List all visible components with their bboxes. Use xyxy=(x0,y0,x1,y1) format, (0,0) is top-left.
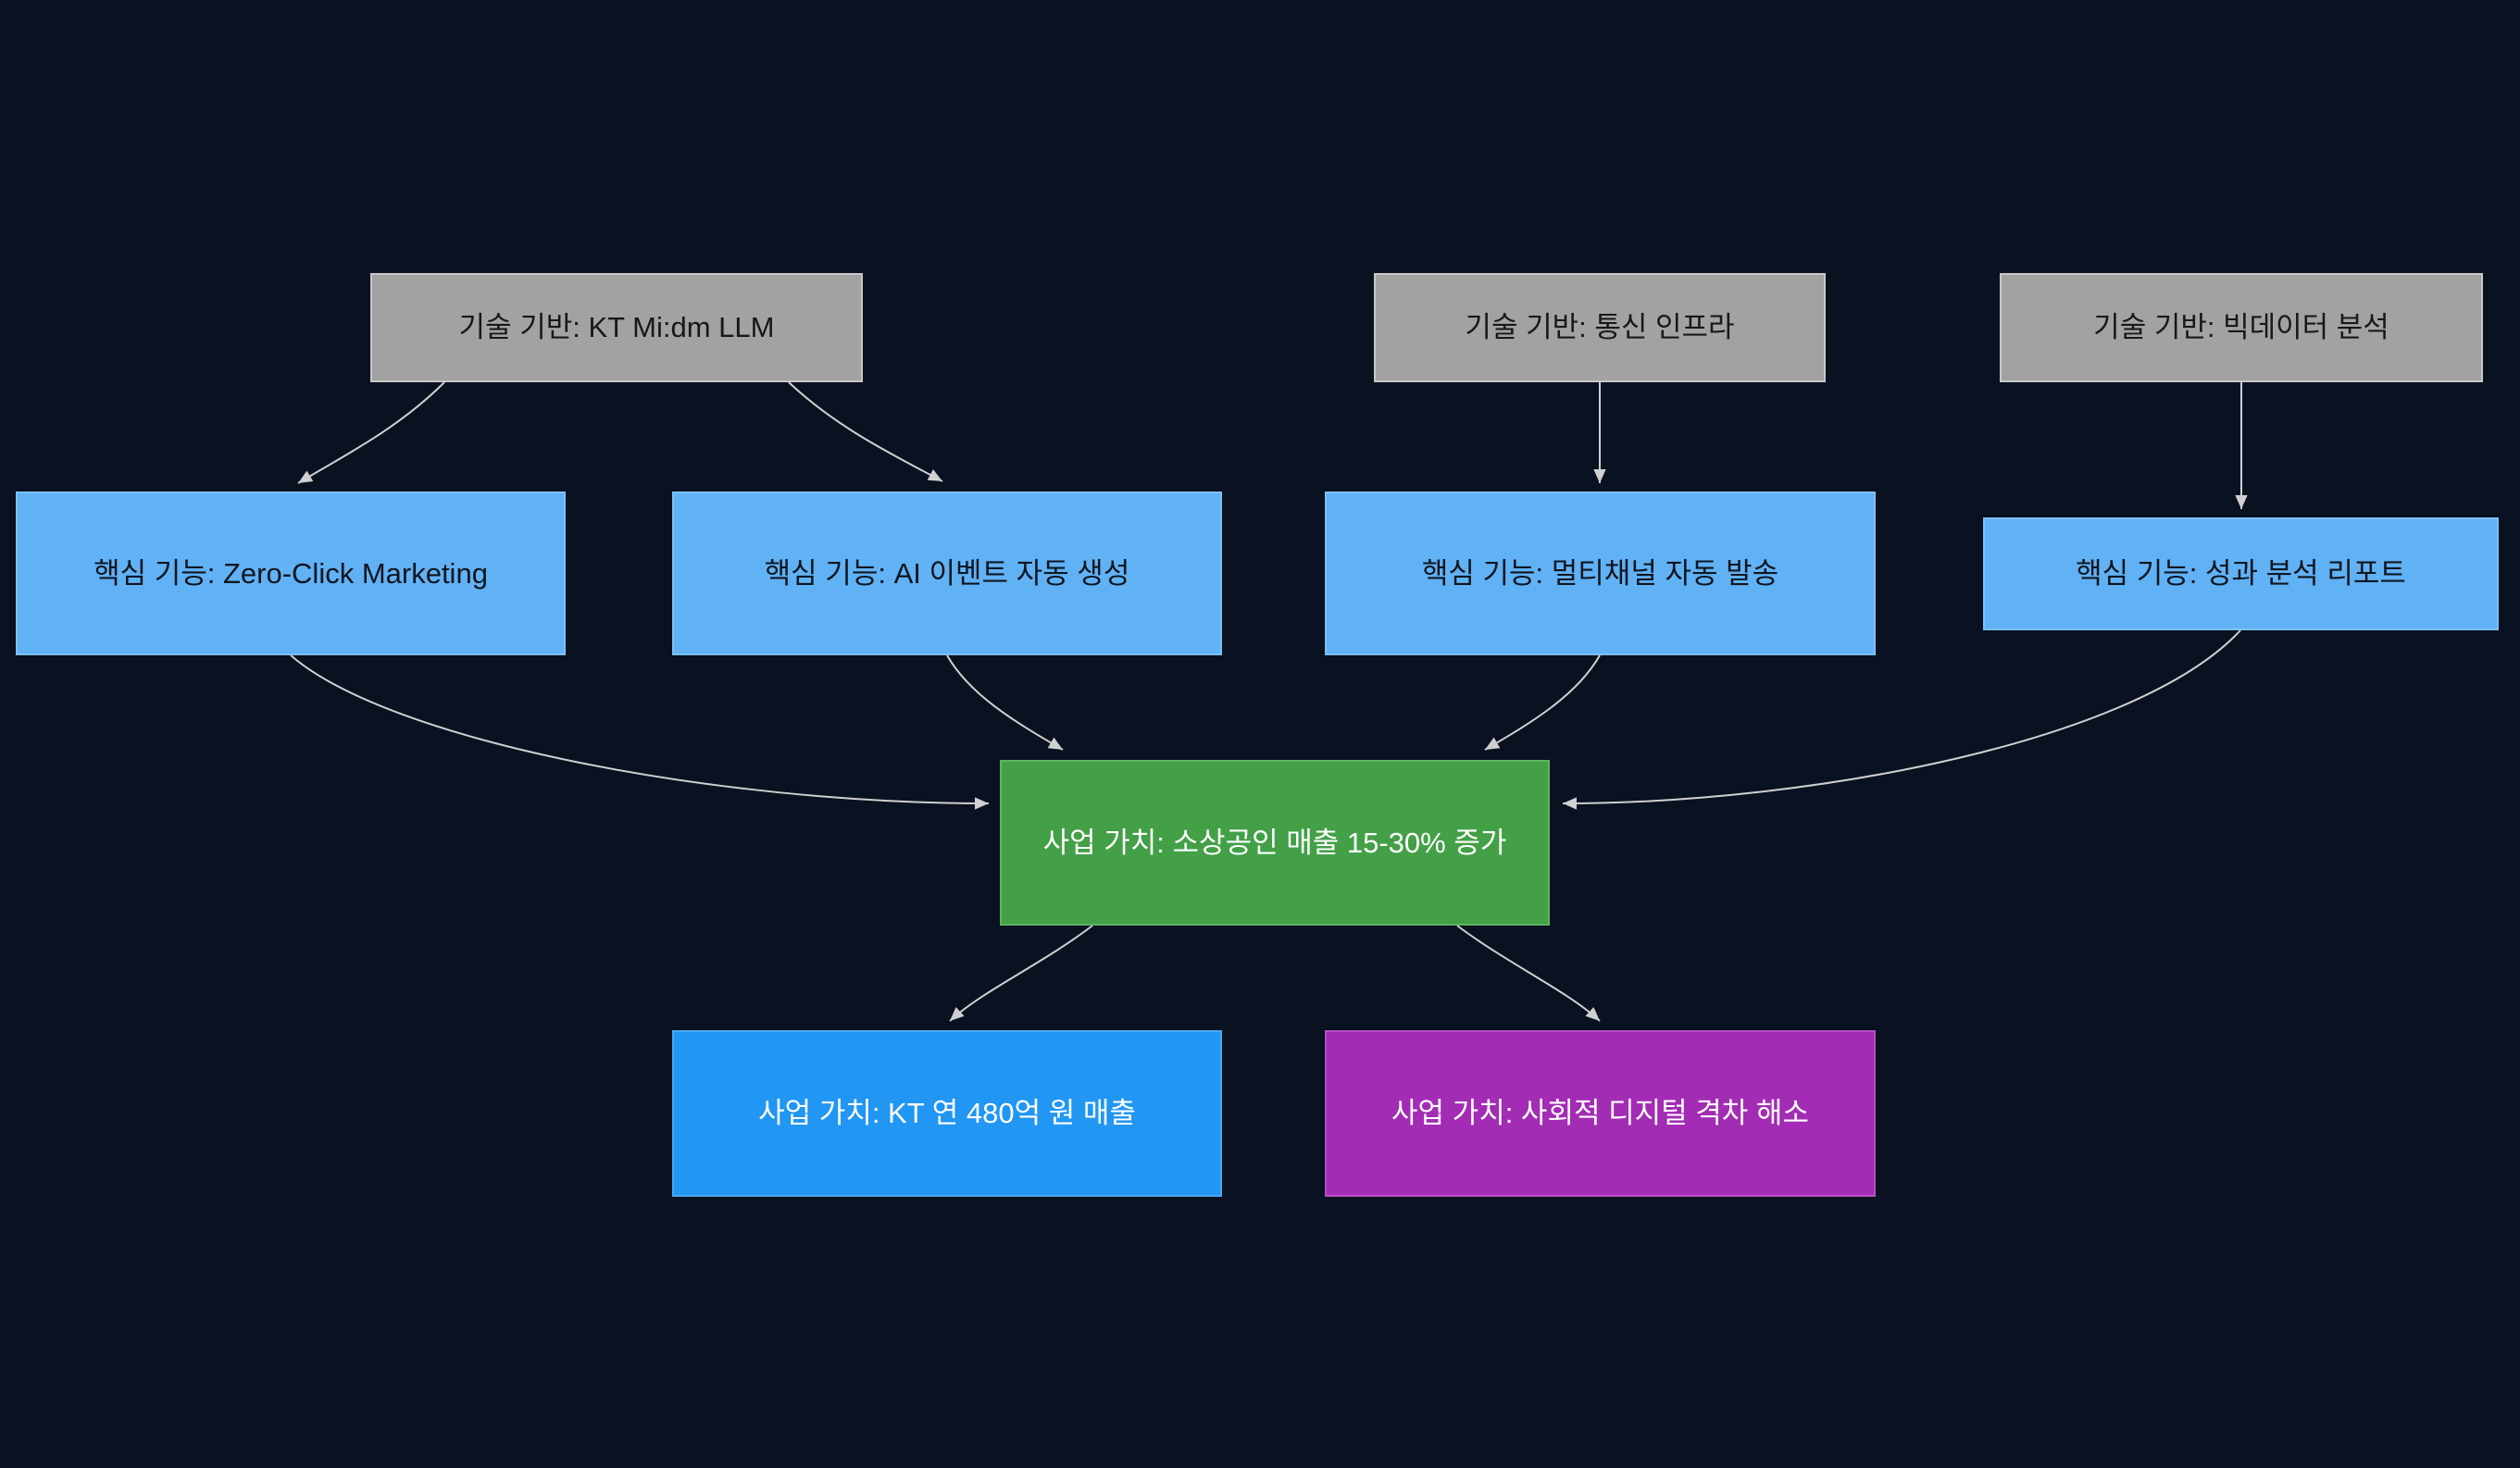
node-value-digital-divide: 사업 가치: 사회적 디지털 격차 해소 xyxy=(1325,1030,1876,1197)
node-label: 핵심 기능: AI 이벤트 자동 생성 xyxy=(764,556,1130,590)
node-label: 핵심 기능: 멀티채널 자동 발송 xyxy=(1421,556,1779,590)
edge-feature-zeroclick-to-value-sales xyxy=(290,654,990,810)
node-label: 기술 기반: 빅데이터 분석 xyxy=(2093,311,2389,344)
edge-value-sales-to-value-divide xyxy=(1456,925,1601,1022)
edge-feature-aievent-to-value-sales xyxy=(946,654,1064,751)
node-tech-kt-midm-llm: 기술 기반: KT Mi:dm LLM xyxy=(370,273,863,382)
node-label: 핵심 기능: 성과 분석 리포트 xyxy=(2076,557,2406,591)
edge-feature-report-to-value-sales xyxy=(1562,629,2241,810)
node-feature-performance-report: 핵심 기능: 성과 분석 리포트 xyxy=(1983,517,2499,630)
node-tech-telecom-infra: 기술 기반: 통신 인프라 xyxy=(1374,273,1826,382)
node-label: 사업 가치: 사회적 디지털 격차 해소 xyxy=(1391,1097,1809,1130)
node-feature-multichannel-sending: 핵심 기능: 멀티채널 자동 발송 xyxy=(1325,491,1876,655)
node-label: 핵심 기능: Zero-Click Marketing xyxy=(94,556,488,590)
edge-tech-llm-to-feature-aievent xyxy=(788,381,943,482)
node-label: 기술 기반: KT Mi:dm LLM xyxy=(458,311,775,344)
node-feature-ai-event-generation: 핵심 기능: AI 이벤트 자동 생성 xyxy=(672,491,1222,655)
node-label: 사업 가치: 소상공인 매출 15-30% 증가 xyxy=(1042,826,1507,859)
node-tech-bigdata-analysis: 기술 기반: 빅데이터 분석 xyxy=(2000,273,2483,382)
node-label: 사업 가치: KT 연 480억 원 매출 xyxy=(758,1097,1136,1130)
node-feature-zero-click-marketing: 핵심 기능: Zero-Click Marketing xyxy=(16,491,566,655)
node-value-kt-annual-revenue: 사업 가치: KT 연 480억 원 매출 xyxy=(672,1030,1222,1197)
node-value-merchant-sales-increase: 사업 가치: 소상공인 매출 15-30% 증가 xyxy=(1000,760,1550,926)
edge-feature-multich-to-value-sales xyxy=(1484,654,1601,751)
node-label: 기술 기반: 통신 인프라 xyxy=(1465,311,1735,344)
edge-tech-llm-to-feature-zeroclick xyxy=(297,381,445,484)
edge-value-sales-to-value-revenue xyxy=(949,925,1093,1022)
